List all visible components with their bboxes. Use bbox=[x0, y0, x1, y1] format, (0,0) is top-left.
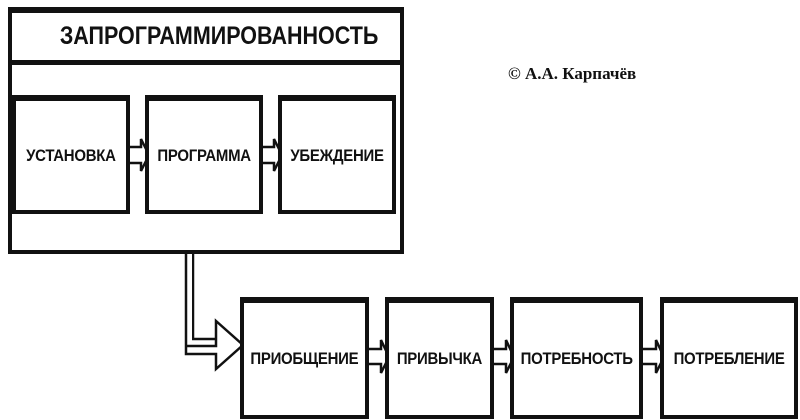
title-band: ЗАПРОГРАММИРОВАННОСТЬ bbox=[12, 13, 400, 65]
box-label: УСТАНОВКА bbox=[26, 145, 116, 165]
box-label: ПОТРЕБНОСТЬ bbox=[520, 349, 633, 368]
box-ustanovka: УСТАНОВКА bbox=[12, 95, 130, 214]
zaprogrammirovannost-group: ЗАПРОГРАММИРОВАННОСТЬ bbox=[8, 7, 404, 254]
group-title: ЗАПРОГРАММИРОВАННОСТЬ bbox=[59, 22, 379, 50]
box-programma: ПРОГРАММА bbox=[145, 95, 263, 214]
box-priobshchenie: ПРИОБЩЕНИЕ bbox=[240, 297, 369, 419]
box-privychka: ПРИВЫЧКА bbox=[385, 297, 494, 419]
copyright: © А.А. Карпачёв bbox=[508, 64, 637, 83]
box-label: ПРИОБЩЕНИЕ bbox=[250, 349, 359, 368]
box-potreblenie: ПОТРЕБЛЕНИЕ bbox=[660, 297, 798, 419]
box-potrebnost: ПОТРЕБНОСТЬ bbox=[510, 297, 643, 419]
box-label: УБЕЖДЕНИЕ bbox=[290, 145, 384, 165]
box-label: ПРИВЫЧКА bbox=[396, 349, 483, 368]
box-label: ПРОГРАММА bbox=[157, 145, 251, 165]
box-label: ПОТРЕБЛЕНИЕ bbox=[673, 349, 785, 368]
box-ubezhdenie: УБЕЖДЕНИЕ bbox=[278, 95, 396, 214]
arrow-connector bbox=[184, 252, 245, 372]
